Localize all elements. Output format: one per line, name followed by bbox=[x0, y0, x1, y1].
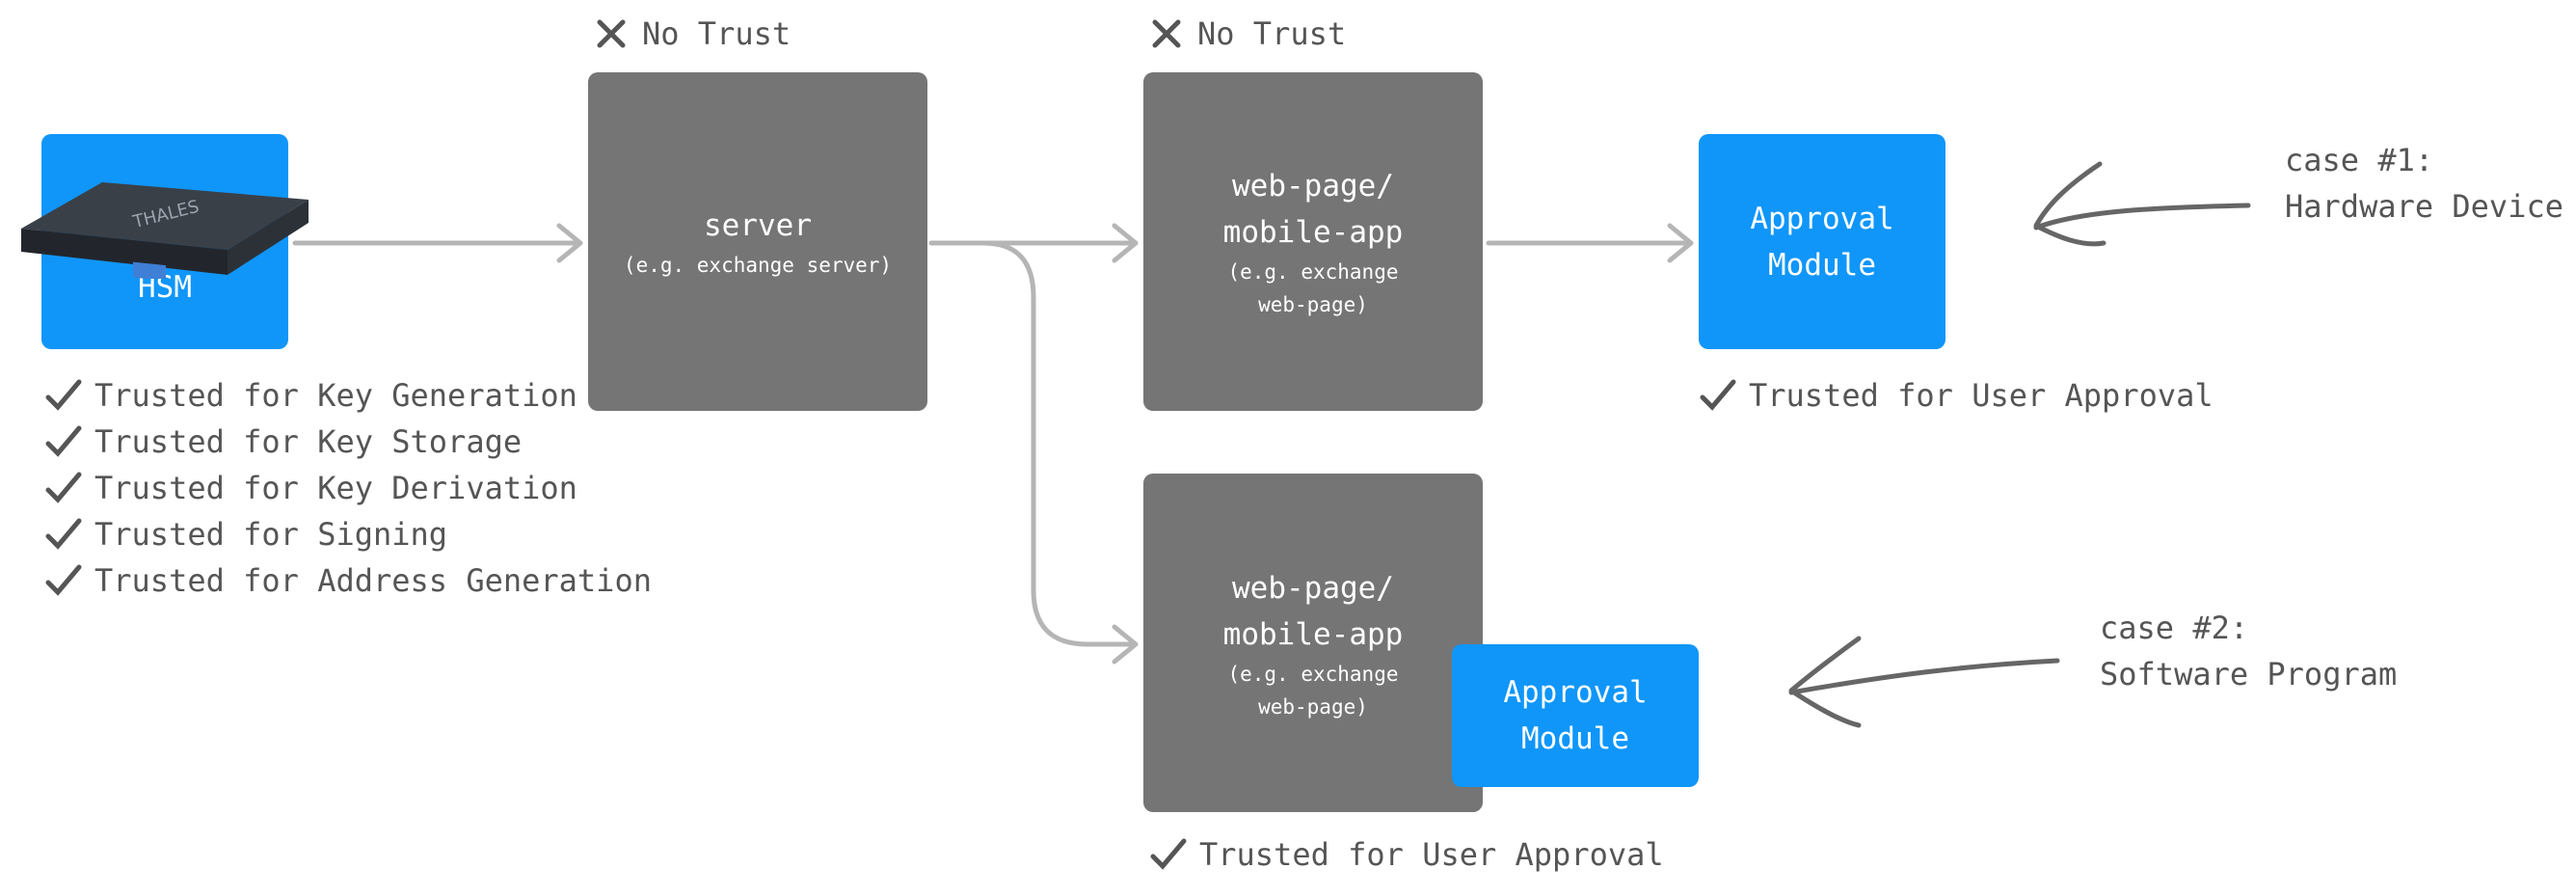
web-top-box: web-page/ mobile-app (e.g. exchange web-… bbox=[1143, 72, 1483, 411]
server-trust-label: No Trust bbox=[594, 15, 791, 52]
case1-line2: Hardware Device bbox=[2285, 188, 2563, 225]
approval-module-top: Approval Module bbox=[1699, 134, 1945, 349]
approval-top-trust-label: Trusted for User Approval bbox=[1699, 376, 2214, 415]
checkmark-icon bbox=[45, 379, 82, 411]
arrow-hsm-to-server bbox=[292, 223, 583, 263]
hsm-trust-list: Trusted for Key Generation Trusted for K… bbox=[44, 372, 652, 604]
arrow-server-to-web-top bbox=[928, 223, 1139, 263]
approval-bottom-line1: Approval bbox=[1503, 675, 1648, 710]
case2-line1: case #2: bbox=[2100, 610, 2249, 646]
cross-icon bbox=[1152, 19, 1181, 48]
checkmark-icon bbox=[45, 425, 82, 457]
hsm-box: THALES HSM bbox=[21, 134, 309, 349]
web-bottom-subtitle-line1: (e.g. exchange bbox=[1227, 663, 1399, 686]
arrow-web-top-to-approval bbox=[1486, 223, 1694, 263]
hand-arrow-case2 bbox=[1788, 636, 2060, 728]
web-bottom-box: web-page/ mobile-app (e.g. exchange web-… bbox=[1143, 474, 1483, 812]
trust-item-signing: Trusted for Signing bbox=[44, 511, 652, 557]
approval-top-line2: Module bbox=[1768, 247, 1876, 283]
server-subtitle: (e.g. exchange server) bbox=[623, 253, 893, 277]
web-bottom-trust-label: Trusted for User Approval bbox=[1149, 835, 1664, 874]
case2-label: case #2: Software Program bbox=[2100, 605, 2397, 697]
web-bottom-subtitle-line2: web-page) bbox=[1258, 695, 1368, 719]
case2-line2: Software Program bbox=[2100, 656, 2398, 692]
approval-bottom-line2: Module bbox=[1521, 721, 1629, 756]
checkmark-icon bbox=[1150, 838, 1187, 870]
hsm-device-image: THALES bbox=[21, 182, 309, 279]
web-bottom-title-line1: web-page/ bbox=[1232, 571, 1394, 606]
server-box: server (e.g. exchange server) bbox=[588, 72, 927, 411]
checkmark-icon bbox=[1700, 379, 1736, 411]
cross-icon bbox=[597, 19, 626, 48]
web-bottom-title-line2: mobile-app bbox=[1222, 617, 1404, 652]
case1-label: case #1: Hardware Device bbox=[2285, 137, 2563, 230]
trust-item-key-derivation: Trusted for Key Derivation bbox=[44, 465, 652, 511]
web-top-title-line1: web-page/ bbox=[1232, 168, 1394, 204]
checkmark-icon bbox=[45, 518, 82, 550]
case1-line1: case #1: bbox=[2285, 142, 2434, 178]
web-top-trust-label: No Trust bbox=[1149, 15, 1346, 52]
arrow-server-to-web-bottom bbox=[980, 240, 1139, 665]
checkmark-icon bbox=[45, 472, 82, 503]
approval-module-bottom: Approval Module bbox=[1452, 644, 1699, 787]
trust-item-key-storage: Trusted for Key Storage bbox=[44, 419, 652, 465]
hand-arrow-case1 bbox=[2033, 161, 2251, 247]
web-top-title-line2: mobile-app bbox=[1222, 214, 1404, 250]
trust-item-key-generation: Trusted for Key Generation bbox=[44, 372, 652, 419]
checkmark-icon bbox=[45, 564, 82, 596]
approval-top-line1: Approval bbox=[1750, 201, 1894, 236]
web-top-subtitle-line1: (e.g. exchange bbox=[1227, 259, 1399, 284]
trust-item-address-generation: Trusted for Address Generation bbox=[44, 557, 652, 604]
server-title: server bbox=[704, 207, 812, 243]
web-top-subtitle-line2: web-page) bbox=[1258, 292, 1368, 316]
